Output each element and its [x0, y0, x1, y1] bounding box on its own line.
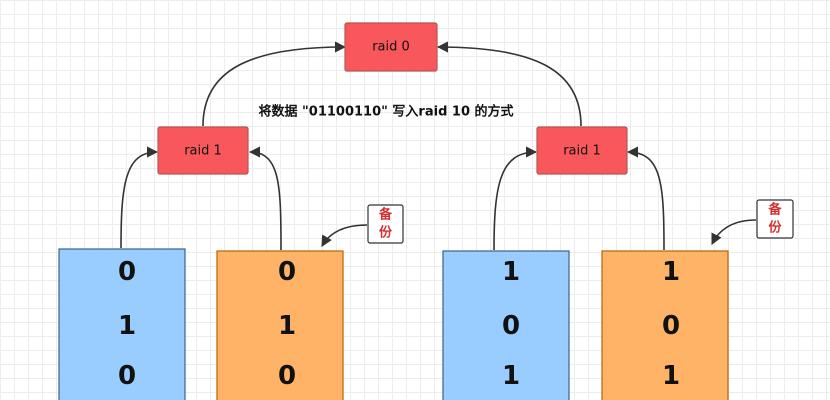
disk-4: 1 0 1: [601, 250, 729, 400]
left-backup-note: 备 份: [367, 204, 404, 244]
disk-1: 0 1 0: [58, 248, 186, 400]
disk-3-bit-1: 1: [502, 257, 520, 287]
disk-1-bit-1: 0: [118, 257, 136, 287]
connector-right-raid1-to-raid0: [436, 41, 582, 127]
right-note-line2: 份: [768, 220, 782, 236]
disk-1-bit-3: 0: [118, 361, 136, 391]
disk-2-bit-1: 0: [278, 257, 296, 287]
connector-left-raid1-to-raid0: [202, 41, 347, 127]
left-raid1-label: raid 1: [184, 144, 222, 159]
left-note-line1: 备: [378, 207, 393, 223]
left-raid1-node: raid 1: [157, 126, 249, 175]
raid0-node: raid 0: [344, 22, 438, 72]
disk-3-bit-3: 1: [502, 361, 520, 391]
disk-1-bit-2: 1: [118, 311, 136, 341]
disk-4-bit-2: 0: [662, 311, 680, 341]
left-note-line2: 份: [379, 225, 393, 241]
disk-2-bit-2: 1: [278, 311, 296, 341]
connector-left-note: [321, 224, 368, 247]
raid0-label: raid 0: [372, 40, 410, 55]
connector-disk2-to-left-raid1: [248, 146, 282, 251]
disk-4-bit-3: 1: [662, 361, 680, 391]
disk-3-bit-2: 0: [502, 311, 520, 341]
disk-4-bit-1: 1: [662, 257, 680, 287]
diagram-caption: 将数据 "01100110" 写入raid 10 的方式: [258, 104, 513, 120]
right-note-line1: 备: [767, 202, 782, 218]
connector-disk1-to-left-raid1: [120, 146, 159, 249]
right-backup-note: 备 份: [756, 199, 794, 239]
disk-2-bit-3: 0: [278, 361, 296, 391]
right-raid1-label: raid 1: [563, 144, 601, 159]
connector-right-note: [711, 219, 757, 246]
disk-3: 1 0 1: [442, 250, 570, 400]
right-raid1-node: raid 1: [536, 126, 628, 175]
disk-2: 0 1 0: [216, 250, 344, 400]
connector-disk4-to-right-raid1: [626, 146, 665, 251]
connector-disk3-to-right-raid1: [493, 146, 538, 251]
